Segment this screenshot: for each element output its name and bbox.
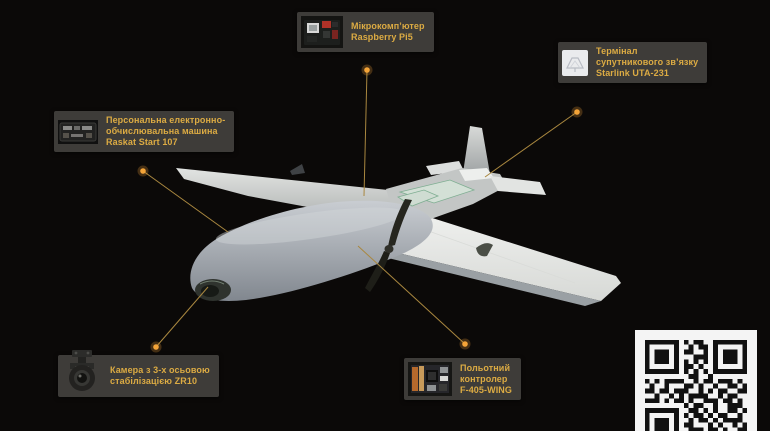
connector-dot: [574, 109, 580, 115]
callout-label-line: Raspberry Pi5: [351, 32, 413, 42]
callout-label-line: Персональна електронно-: [106, 115, 226, 125]
callout-flight-controller: Польотний контролер F-405-WING: [404, 358, 522, 400]
drone-nose-highlight: [215, 207, 405, 245]
callout-camera: Камера з 3-х осьовою стабілізацією ZR10: [58, 350, 219, 397]
drone-left-wing: [176, 168, 394, 213]
callout-label-line: Камера з 3-х осьовою: [110, 365, 210, 375]
qr-code-pattern: [644, 339, 748, 431]
drone-tail-fin: [463, 126, 490, 174]
drone-wing-antenna: [290, 164, 305, 175]
connector-line: [142, 170, 229, 233]
raspberry-pi-board-icon: [301, 16, 343, 48]
callout-raspberry-pi: Мікрокомп’ютер Raspberry Pi5: [297, 12, 434, 52]
drone-rear-fuselage: [386, 168, 507, 220]
connector-dot: [364, 67, 370, 73]
callout-label-line: стабілізацією ZR10: [110, 376, 198, 386]
drone-starlink-panel: [459, 168, 494, 181]
callout-label-line: Raskat Start 107: [106, 137, 178, 147]
raskat-computer-icon: [58, 119, 98, 144]
gimbal-camera-icon: [69, 350, 95, 391]
drone-hatch-cover-front: [397, 189, 440, 207]
callout-label-line: Польотний: [460, 362, 511, 373]
callout-label-line: контролер: [460, 373, 508, 384]
drone-camera-lens: [201, 285, 219, 297]
callout-label-line: Starlink UTA-231: [596, 68, 669, 78]
drone-propeller: [388, 199, 412, 247]
drone-propeller-blade-lower: [365, 251, 390, 292]
starlink-terminal-icon: [562, 49, 588, 76]
connector-line: [155, 286, 209, 348]
callout-label-line: Мікрокомп’ютер: [351, 21, 425, 31]
drone-left-stabilizer: [426, 161, 464, 175]
callout-label-line: супутникового зв’язку: [596, 57, 699, 67]
callout-label-line: обчислювальна машина: [106, 126, 218, 136]
connector-dot: [153, 344, 159, 350]
qr-code: [635, 330, 757, 431]
drone-camera-glint: [199, 280, 225, 285]
connector-dot: [462, 341, 468, 347]
callout-raskat: Персональна електронно- обчислювальна ма…: [54, 111, 235, 152]
drone-wing-seam: [419, 227, 576, 284]
drone-right-wing: [394, 210, 621, 301]
drone-right-wing-bevel: [388, 252, 601, 306]
flight-controller-icon: [408, 362, 452, 396]
callout-label-line: Термінал: [596, 46, 638, 56]
connector-line: [363, 69, 368, 197]
drone-fuselage-nose: [190, 200, 433, 301]
drone-camera-gimbal: [195, 279, 231, 301]
connector-line: [484, 111, 578, 178]
drone-hatch-cover: [398, 179, 476, 204]
callout-label-line: F-405-WING: [460, 384, 513, 395]
drone-propeller-hub: [384, 245, 394, 253]
callout-starlink: Термінал супутникового зв’язку Starlink …: [558, 42, 708, 83]
drone-right-stabilizer: [490, 176, 546, 195]
connector-dot: [140, 168, 146, 174]
drone-right-wing-antenna: [476, 243, 493, 257]
connector-line: [357, 245, 466, 345]
